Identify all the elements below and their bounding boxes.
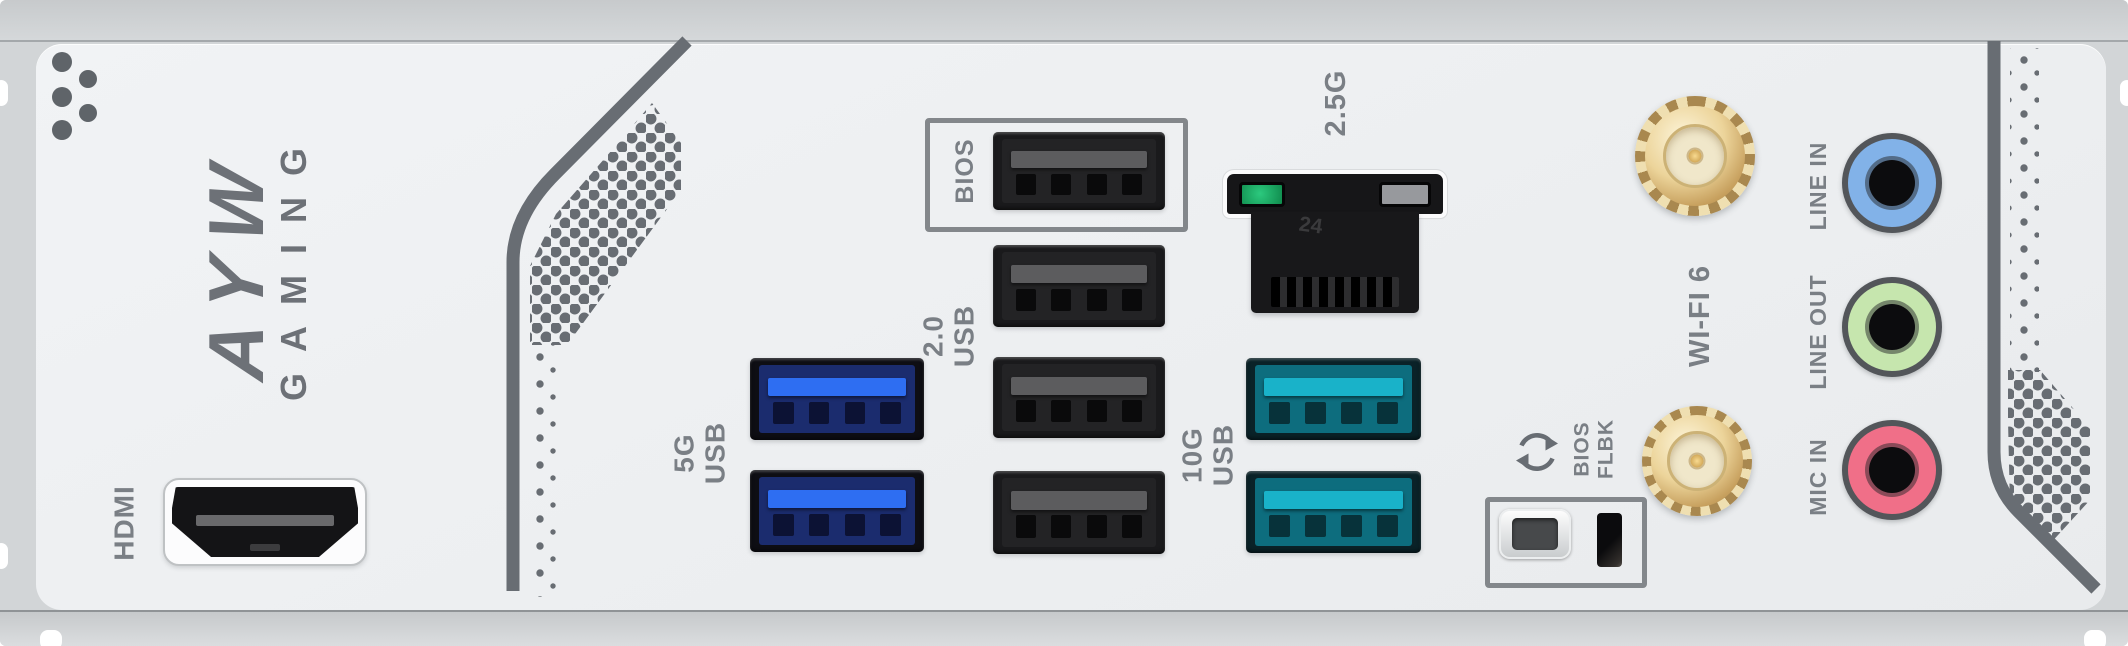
bios-usb-group-box <box>925 118 1188 232</box>
left-dot-trail <box>530 345 559 597</box>
usb-tongue <box>768 489 906 509</box>
mount-notch <box>0 543 8 569</box>
usb-10g-speed: 10G <box>1176 427 1208 483</box>
bios-flashback-refresh-icon <box>1516 432 1558 472</box>
usb-pins <box>1015 515 1143 539</box>
ethernet-contact-teeth <box>1271 277 1399 307</box>
usb-5g-speed: 5G <box>668 433 700 473</box>
sma-center-pin <box>1688 149 1702 163</box>
usb-10g-type: USB <box>1208 423 1239 487</box>
hdmi-connector-cavity <box>172 487 358 557</box>
usb-5g-port-1 <box>750 358 924 440</box>
wifi-label: WI-FI 6 <box>1683 264 1716 368</box>
usb-10g-port-2 <box>1246 471 1421 553</box>
ethernet-led-green <box>1239 182 1285 207</box>
shield-bottom-edge <box>0 610 2128 646</box>
usb-pins <box>1269 514 1398 538</box>
left-dot-wedge <box>530 103 681 345</box>
usb-bios-port <box>993 132 1165 210</box>
bios-flashback-switch <box>1597 513 1622 567</box>
usb-cavity <box>1002 252 1156 320</box>
usb-10g-label: 10G USB <box>1177 424 1240 486</box>
usb-cavity <box>1002 139 1156 203</box>
right-dot-trail <box>2010 48 2039 372</box>
audio-jack-mic-in <box>1842 420 1942 520</box>
ethernet-port-lip <box>1227 174 1443 214</box>
jack-hole <box>1869 304 1915 350</box>
usb-5g-label: 5G USB <box>669 422 732 484</box>
ethernet-molding-text: 24 <box>1297 212 1324 239</box>
usb-2.0-port-2 <box>993 357 1165 438</box>
bios-flashback-line1: BIOS <box>1570 421 1594 477</box>
usb2-speed: 2.0 <box>917 315 949 357</box>
wifi-antenna-connector-bottom <box>1642 406 1752 516</box>
mount-notch <box>0 80 8 106</box>
corner-dots <box>52 52 97 140</box>
ethernet-port-body: 24 <box>1251 212 1419 313</box>
usb-10g-port-1 <box>1246 358 1421 440</box>
jack-hole <box>1869 160 1915 206</box>
usb-tongue <box>1264 490 1403 510</box>
mount-notch <box>2120 80 2128 106</box>
usb-cavity <box>759 365 915 433</box>
usb-tongue <box>768 377 906 397</box>
bios-flashback-group-box <box>1485 497 1647 588</box>
usb-tongue <box>1011 376 1147 395</box>
mic-in-label: MIC IN <box>1805 438 1832 516</box>
usb-pins <box>1015 173 1143 195</box>
usb-pins <box>1269 401 1398 425</box>
line-in-label: LINE IN <box>1805 141 1832 231</box>
bios-flashback-button <box>1499 509 1571 559</box>
audio-jack-line-out <box>1842 277 1942 377</box>
jack-hole <box>1869 447 1915 493</box>
usb-tongue <box>1011 491 1147 510</box>
usb-pins <box>773 401 901 425</box>
usb-tongue <box>1264 377 1403 397</box>
usb-tongue <box>1011 151 1147 169</box>
usb2-type: USB <box>949 304 980 368</box>
usb-pins <box>1015 400 1143 423</box>
bios-flashback-line2: FLBK <box>1594 419 1617 479</box>
audio-jack-line-in <box>1842 133 1942 233</box>
line-out-label: LINE OUT <box>1805 274 1832 390</box>
wifi-antenna-connector-top <box>1635 96 1755 216</box>
usb-cavity <box>1002 364 1156 431</box>
usb-cavity <box>759 477 915 545</box>
ethernet-label: 2.5G <box>1319 69 1352 137</box>
mount-notch <box>40 630 62 646</box>
hdmi-tongue <box>196 515 334 526</box>
hdmi-port <box>163 478 367 566</box>
usb-2.0-port-1 <box>993 245 1165 327</box>
usb-2.0-port-3 <box>993 471 1165 554</box>
usb-cavity <box>1002 478 1156 547</box>
usb-tongue <box>1011 264 1147 284</box>
usb-pins <box>773 513 901 537</box>
usb-cavity <box>1255 478 1412 546</box>
usb-5g-type: USB <box>700 421 731 485</box>
sma-center-pin <box>1690 454 1704 468</box>
bios-flashback-label: BIOS FLBK <box>1570 419 1617 479</box>
brand-title: AYW <box>191 144 280 384</box>
brand-logo: AYW GAMING <box>192 127 315 401</box>
bios-usb-label: BIOS <box>951 138 979 204</box>
usb-cavity <box>1255 365 1412 433</box>
right-dot-fan <box>2008 370 2090 546</box>
mount-notch <box>2084 630 2106 646</box>
ethernet-led-gray <box>1379 182 1431 207</box>
usb-pins <box>1015 288 1143 312</box>
usb-5g-port-2 <box>750 470 924 552</box>
hdmi-notch <box>250 544 280 552</box>
usb2-label: 2.0 USB <box>918 305 981 367</box>
left-stripe <box>506 36 692 591</box>
hdmi-label: HDMI <box>108 485 140 561</box>
shield-top-edge <box>0 0 2128 42</box>
